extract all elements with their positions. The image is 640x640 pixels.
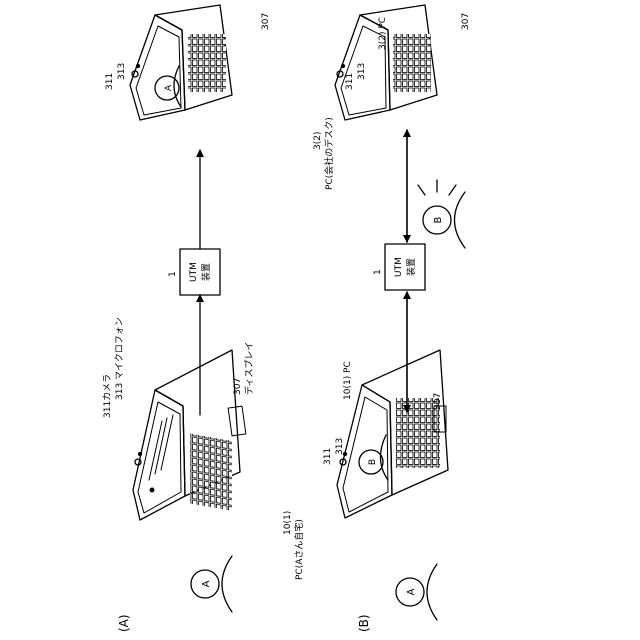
- camera-icon: [135, 459, 141, 465]
- label-display-bl: 307: [433, 393, 443, 410]
- panel-b-label: (B): [357, 614, 371, 632]
- panel-a: (A) A: [117, 5, 246, 632]
- svg-text:UTM: UTM: [189, 262, 199, 282]
- svg-text:UTM: UTM: [394, 257, 404, 277]
- panel-b: (B) A B UTM: [335, 5, 465, 632]
- microphone-icon: [139, 453, 142, 456]
- svg-text:A: A: [164, 84, 174, 91]
- label-mic-ar: 313: [117, 63, 127, 80]
- label-mic-a: 313 マイクロフォン: [114, 317, 125, 400]
- label-pc-name-a: PC(Aさん自宅): [293, 519, 305, 580]
- person-b-right: B: [418, 180, 465, 248]
- label-display-br: 307: [461, 13, 471, 30]
- label-pc-br: 3(2) PC: [378, 17, 388, 50]
- label-pc-name-ar: PC(会社のデスク): [323, 117, 335, 190]
- label-pc-bl: 10(1) PC: [343, 361, 353, 400]
- label-mic-br: 313: [357, 63, 367, 80]
- laptop-a-office: A: [130, 5, 232, 120]
- label-camera-a: 311カメラ: [102, 374, 113, 418]
- label-camera-br: 311: [345, 73, 355, 90]
- laptop-a-home: [133, 350, 246, 520]
- label-pc-num-ar: 3(2): [313, 132, 323, 150]
- svg-text:装置: 装置: [200, 263, 212, 281]
- svg-text:1: 1: [168, 271, 178, 277]
- svg-text:A: A: [201, 580, 212, 587]
- label-camera-bl: 311: [323, 448, 333, 465]
- svg-text:装置: 装置: [405, 258, 417, 276]
- label-display-num-a: 307: [233, 378, 243, 395]
- svg-text:B: B: [433, 216, 444, 223]
- person-a: A: [191, 556, 232, 612]
- label-camera-ar: 311: [105, 73, 115, 90]
- svg-text:B: B: [368, 459, 378, 465]
- microphone-icon: [342, 65, 345, 68]
- label-pc-num-a: 10(1): [283, 511, 293, 535]
- laptop-b-left: B: [337, 350, 448, 518]
- svg-text:A: A: [406, 588, 417, 595]
- utm-device-b: UTM 装置 1: [373, 244, 425, 290]
- svg-text:1: 1: [373, 269, 383, 275]
- utm-device-a: UTM 装置 1: [168, 249, 220, 295]
- person-b-left: A: [396, 564, 437, 620]
- label-display-name-a: ディスプレイ: [243, 342, 255, 395]
- label-mic-bl: 313: [335, 438, 345, 455]
- panel-a-label: (A): [117, 614, 131, 632]
- label-display-ar: 307: [261, 13, 271, 30]
- microphone-icon: [137, 65, 140, 68]
